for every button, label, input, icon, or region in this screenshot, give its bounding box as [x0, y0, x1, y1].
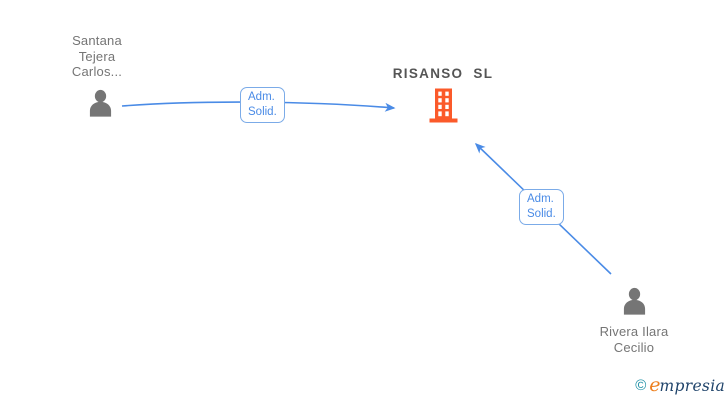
company-name: RISANSO SL: [392, 66, 494, 81]
person-santana-name-line1: Santana: [72, 33, 122, 48]
person-rivera-name-line2: Cecilio: [613, 339, 655, 355]
empresia-brand-initial: e: [649, 374, 661, 396]
person-santana-name: Santana Tejera Carlos...: [72, 33, 122, 80]
person-icon: [623, 287, 645, 315]
empresia-logo: ©empresia: [635, 374, 725, 396]
edge-label-line2: Solid.: [248, 105, 277, 118]
node-company-risanso[interactable]: RISANSO SL: [368, 66, 518, 123]
copyright-icon: ©: [635, 377, 647, 394]
edge-label-line1: Adm.: [248, 91, 275, 103]
node-person-santana[interactable]: Santana Tejera Carlos...: [27, 33, 167, 120]
person-rivera-name: Rivera Ilara Cecilio: [600, 324, 669, 355]
person-santana-name-line2: Tejera: [78, 48, 116, 64]
person-santana-name-line3: Carlos...: [71, 64, 123, 79]
person-icon: [89, 89, 111, 117]
empresia-brand-text: mpresia: [659, 377, 725, 395]
person-rivera-name-line1: Rivera Ilara: [599, 324, 669, 339]
node-person-rivera[interactable]: Rivera Ilara Cecilio: [564, 285, 704, 355]
edge-label-adm-solid-1: Adm. Solid.: [240, 87, 285, 123]
edge-label-adm-solid-2: Adm. Solid.: [519, 189, 564, 225]
edge-label-line1: Adm.: [527, 193, 554, 205]
edge-label-line2: Solid.: [527, 207, 556, 220]
building-icon: [429, 88, 457, 123]
